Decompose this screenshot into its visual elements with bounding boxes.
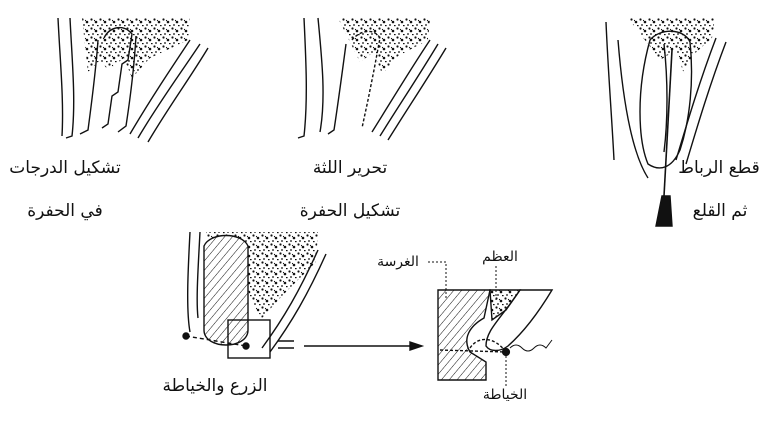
cortex-curve-2 xyxy=(379,43,439,137)
socket-stepped xyxy=(101,27,133,129)
suture-thread xyxy=(439,349,507,353)
arrow-head xyxy=(409,341,425,351)
label-suture: الخياطة xyxy=(482,387,528,403)
suture-knot xyxy=(501,347,511,357)
gum-line-outer xyxy=(187,231,191,333)
panel-ligament-cut xyxy=(605,18,727,227)
socket-wall-left xyxy=(79,39,99,135)
caption-step1-line2: في الحفرة xyxy=(27,201,103,221)
label-leader-implant xyxy=(428,261,447,300)
suture-knot-left xyxy=(182,332,190,340)
cortex-curve-3 xyxy=(147,47,209,143)
caption-step1-line1: تشكيل الدرجات xyxy=(9,158,121,178)
bone-area xyxy=(628,18,715,74)
equals-sign xyxy=(278,340,294,349)
cortex-curve-3 xyxy=(387,47,447,141)
tooth-outline xyxy=(639,30,693,169)
caption-step4: الزرع والخياطة xyxy=(162,376,268,396)
bone-area xyxy=(82,18,190,78)
instrument-handle xyxy=(655,195,673,227)
caption-step2-line2: تشكيل الحفرة xyxy=(299,201,401,221)
root-canal xyxy=(663,43,668,153)
socket-wall-right xyxy=(117,35,137,133)
implant-body xyxy=(203,234,249,346)
gum-line-outer xyxy=(605,21,615,161)
gum-line-inner xyxy=(65,17,75,139)
bone-area xyxy=(338,18,430,74)
caption-step2-line1: تحرير اللثة xyxy=(312,158,388,178)
label-implant: الغرسة xyxy=(377,254,419,270)
bone-area xyxy=(206,232,318,318)
cortex-curve-2 xyxy=(685,41,727,165)
detail-box xyxy=(227,319,271,359)
gum-line-inner xyxy=(196,231,201,319)
suture-knot-right xyxy=(242,342,250,350)
gum-flap xyxy=(485,289,554,352)
panel-gum-release xyxy=(297,17,447,141)
instrument-shaft xyxy=(663,49,673,197)
periosteum-wave xyxy=(509,339,553,352)
cortex-curve-1 xyxy=(371,39,431,133)
panel-step-shaping xyxy=(57,17,209,143)
gum-line-inner xyxy=(617,39,649,179)
implant-block xyxy=(437,289,491,381)
cortex-curve-1 xyxy=(129,39,191,135)
socket-wall-left xyxy=(327,43,347,135)
cortex-curve-2 xyxy=(137,43,201,139)
label-bone: العظم xyxy=(482,249,518,265)
caption-step3-line2: ثم القلع xyxy=(692,201,748,221)
gum-line-inner xyxy=(317,17,324,133)
suture-line xyxy=(185,335,247,347)
socket-outline-dashed xyxy=(351,30,381,129)
panel-implant-suture xyxy=(182,231,425,359)
cortex-curve-1 xyxy=(261,249,319,349)
bone-fragment xyxy=(489,289,522,322)
cortex-curve-2 xyxy=(269,253,327,353)
gum-line-outer xyxy=(297,17,307,139)
detail-inset xyxy=(428,261,554,388)
cortex-curve-1 xyxy=(675,37,717,161)
caption-step3-line1: قطع الرباط xyxy=(678,158,760,178)
gum-line-outer xyxy=(57,17,64,137)
